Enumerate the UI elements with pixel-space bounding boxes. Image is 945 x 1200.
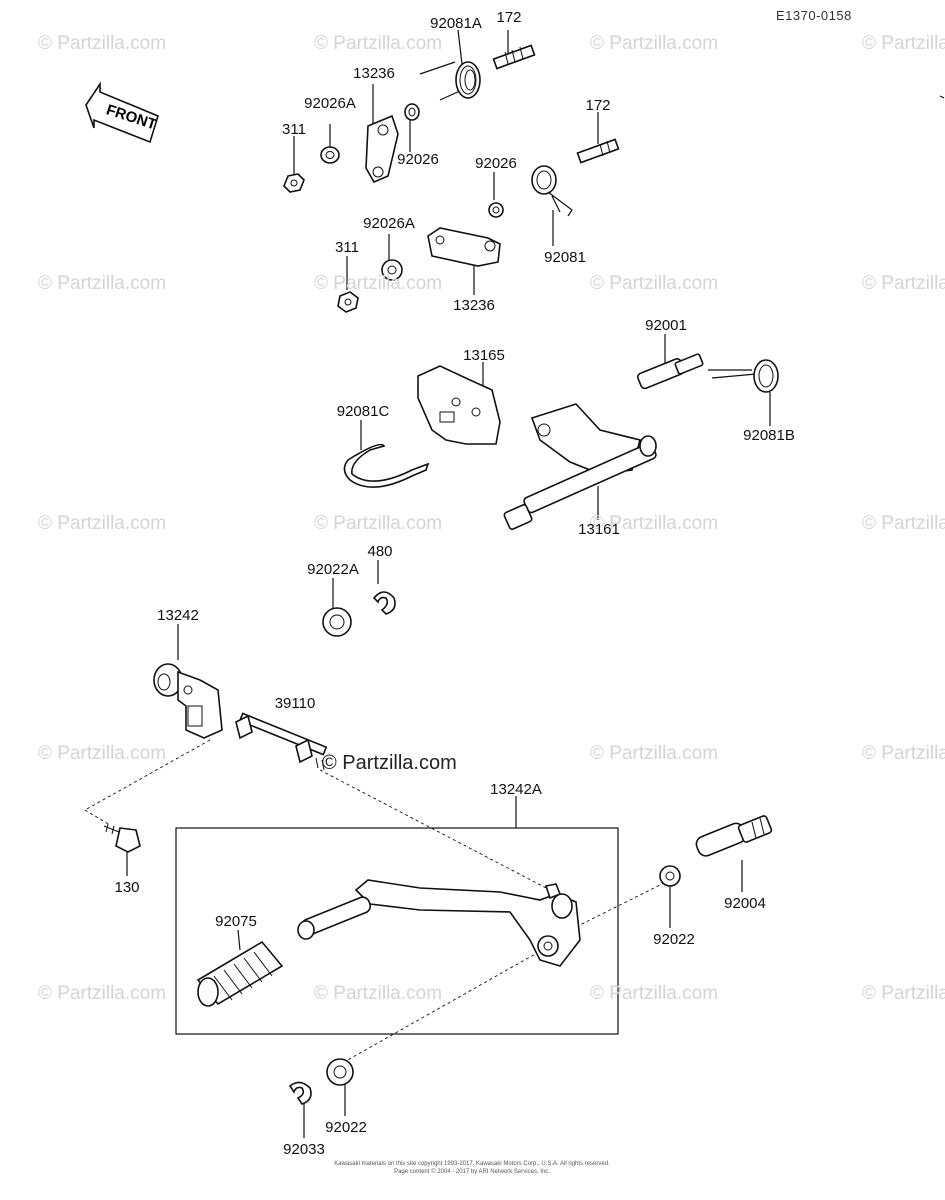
- part-label[interactable]: 13236: [453, 297, 495, 314]
- watermark: © Partzilla.com: [862, 33, 945, 54]
- part-label[interactable]: 480: [367, 543, 393, 560]
- rod-end-13242: [153, 663, 223, 739]
- spring-92081B: [708, 359, 779, 393]
- watermark: © Partzilla.com: [38, 33, 167, 54]
- part-label[interactable]: 92004: [724, 895, 766, 912]
- copyright-line: Kawasaki materials on this site copyrigh…: [334, 1161, 610, 1167]
- washer-92026A-b: [381, 259, 403, 281]
- washer-92022-b: [326, 1058, 354, 1086]
- watermark: © Partzilla.com: [590, 513, 719, 534]
- part-label[interactable]: 172: [585, 97, 611, 114]
- watermark: © Partzilla.com: [38, 513, 167, 534]
- circlip-480: [372, 591, 396, 615]
- spring-92081C: [343, 443, 430, 488]
- part-label[interactable]: 92081B: [743, 427, 795, 444]
- part-label[interactable]: 92033: [283, 1141, 325, 1158]
- stud-172-a: [492, 44, 536, 70]
- washer-92026A-a: [320, 146, 340, 164]
- rubber-92075: [196, 940, 284, 1007]
- watermark: © Partzilla.com: [862, 513, 945, 534]
- part-label[interactable]: 92026A: [363, 215, 415, 232]
- pivot-bolt-92004: [695, 815, 773, 857]
- part-label[interactable]: 92022A: [307, 561, 359, 578]
- watermark: © Partzilla.com: [38, 273, 167, 294]
- watermark: © Partzilla.com: [314, 33, 443, 54]
- part-label[interactable]: 92081A: [430, 15, 482, 32]
- watermark: © Partzilla.com: [38, 743, 167, 764]
- watermark-center: © Partzilla.com: [322, 752, 457, 774]
- part-label[interactable]: 92026: [397, 151, 439, 168]
- rod-39110: [235, 712, 328, 771]
- washer-92026-b: [488, 202, 504, 218]
- part-label[interactable]: 39110: [274, 695, 316, 712]
- part-label[interactable]: 311: [282, 121, 306, 138]
- watermark: © Partzilla.com: [38, 983, 167, 1004]
- plate-13236-b: [427, 227, 501, 267]
- washer-92026-a: [404, 103, 420, 121]
- part-label[interactable]: 13165: [463, 347, 505, 364]
- stud-172-b: [576, 138, 620, 164]
- watermark: © Partzilla.com: [590, 33, 719, 54]
- pin-92001: [637, 353, 704, 390]
- part-label[interactable]: 92081C: [336, 403, 390, 420]
- assembly-box-13242A: [175, 827, 619, 1035]
- watermark: © Partzilla.com: [314, 983, 443, 1004]
- part-label[interactable]: 311: [335, 239, 359, 256]
- plate-13236-a: [365, 114, 399, 184]
- part-label[interactable]: 172: [496, 9, 522, 26]
- watermark: © Partzilla.com: [590, 743, 719, 764]
- plate-13165: [417, 365, 501, 445]
- part-label[interactable]: 92075: [215, 913, 257, 930]
- spring-92081: [531, 165, 573, 217]
- leader-lines: [126, 29, 771, 1138]
- spring-92081A: [419, 61, 481, 101]
- nut-311-a: [283, 173, 305, 193]
- part-label[interactable]: 92022: [325, 1119, 367, 1136]
- part-label[interactable]: 92081: [544, 249, 586, 266]
- nut-311-b: [337, 291, 359, 313]
- watermark: © Partzilla.com: [862, 273, 945, 294]
- copyright-line: Page content © 2004 - 2017 by ARI Networ…: [394, 1169, 550, 1175]
- watermark: © Partzilla.com: [862, 743, 945, 764]
- part-label[interactable]: 92026A: [304, 95, 356, 112]
- diagram-code: E1370-0158: [776, 8, 852, 23]
- part-label[interactable]: 13161: [578, 521, 620, 538]
- part-label[interactable]: 13242A: [490, 781, 542, 798]
- part-label[interactable]: 92026: [475, 155, 517, 172]
- circlip-92033: [288, 1081, 312, 1105]
- bolt-130: [103, 823, 141, 853]
- part-label[interactable]: 92022: [653, 931, 695, 948]
- watermark: © Partzilla.com: [590, 983, 719, 1004]
- watermark: © Partzilla.com: [590, 273, 719, 294]
- watermark: © Partzilla.com: [314, 513, 443, 534]
- shift-pedal: [297, 879, 581, 967]
- shaft-13161: [503, 403, 657, 530]
- part-label[interactable]: 13242: [157, 607, 199, 624]
- part-label[interactable]: 92001: [645, 317, 687, 334]
- watermark: © Partzilla.com: [314, 273, 443, 294]
- part-label[interactable]: 13236: [353, 65, 395, 82]
- front-arrow-icon: FRONT: [85, 81, 159, 144]
- part-label[interactable]: 130: [114, 879, 140, 896]
- washer-92022-a: [659, 865, 681, 887]
- watermark: © Partzilla.com: [862, 983, 945, 1004]
- washer-92022A: [322, 607, 352, 637]
